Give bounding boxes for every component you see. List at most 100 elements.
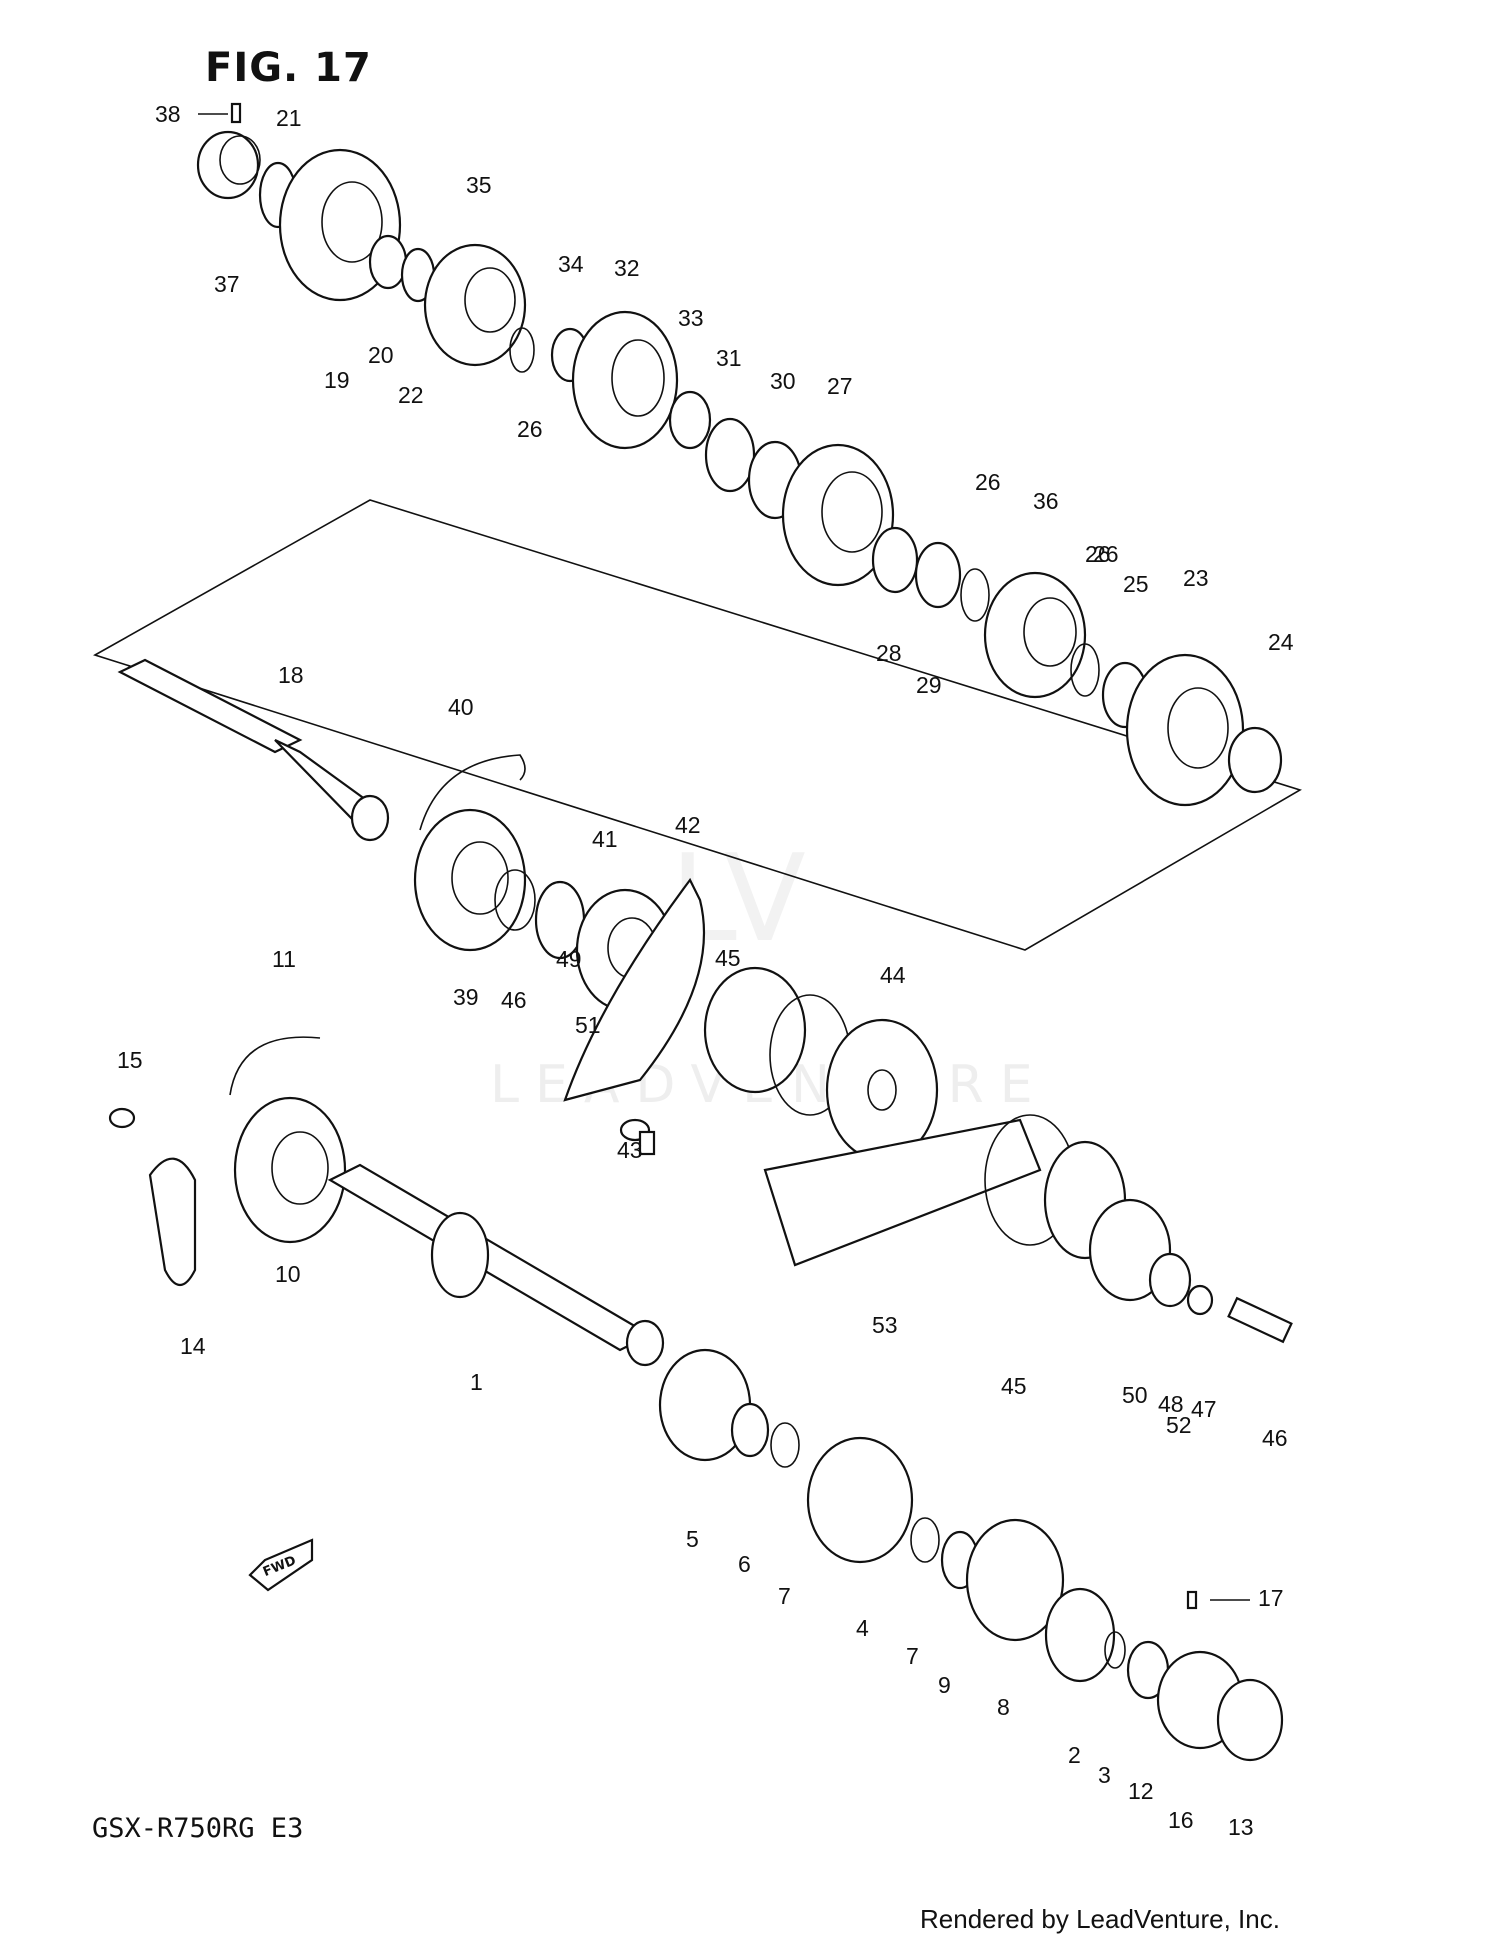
bushing-33 bbox=[668, 390, 712, 450]
callout-47: 47 bbox=[1191, 1396, 1217, 1422]
callout-22: 22 bbox=[398, 382, 424, 408]
bearing-10 bbox=[233, 1096, 347, 1244]
gear-36 bbox=[983, 571, 1087, 699]
countershaft-18 bbox=[117, 658, 390, 842]
callout-17: 17 bbox=[1258, 1585, 1284, 1611]
gear-23 bbox=[1125, 653, 1245, 807]
washer-51 bbox=[1186, 1284, 1214, 1316]
callout-24: 24 bbox=[1268, 629, 1294, 655]
gear-32 bbox=[571, 310, 679, 450]
drive-chain-53 bbox=[763, 1118, 1042, 1267]
callout-48: 48 bbox=[1158, 1391, 1184, 1417]
callout-26a: 26 bbox=[517, 416, 543, 442]
callout-46b: 46 bbox=[1262, 1425, 1288, 1451]
gear-8 bbox=[965, 1518, 1065, 1642]
callout-5: 5 bbox=[686, 1526, 699, 1552]
callout-16: 16 bbox=[1168, 1807, 1194, 1833]
needle-bearing-37 bbox=[196, 130, 261, 200]
callout-18: 18 bbox=[278, 662, 304, 688]
gear-4 bbox=[806, 1436, 914, 1564]
callout-7b: 7 bbox=[906, 1643, 919, 1669]
render-credit: Rendered by LeadVenture, Inc. bbox=[920, 1904, 1280, 1934]
bushing-6 bbox=[730, 1402, 770, 1458]
mainshaft-1 bbox=[327, 1163, 665, 1367]
bushing-24 bbox=[1227, 726, 1283, 794]
circlip-26-b bbox=[960, 568, 990, 622]
callout-26c: 26 bbox=[1085, 541, 1111, 567]
washer-29 bbox=[914, 541, 962, 609]
callout-31: 31 bbox=[716, 345, 742, 371]
callout-45a: 45 bbox=[715, 945, 741, 971]
callout-30: 30 bbox=[770, 368, 796, 394]
callout-52: 52 bbox=[1166, 1412, 1192, 1438]
callout-12: 12 bbox=[1128, 1778, 1154, 1804]
callout-3: 3 bbox=[1098, 1762, 1111, 1788]
direction-badge: FWD bbox=[248, 1538, 314, 1592]
callout-13: 13 bbox=[1228, 1814, 1254, 1840]
callout-6: 6 bbox=[738, 1551, 751, 1577]
callout-42: 42 bbox=[675, 812, 701, 838]
callout-36: 36 bbox=[1033, 488, 1059, 514]
callout-34: 34 bbox=[558, 251, 584, 277]
callout-46a: 46 bbox=[501, 987, 527, 1013]
callout-28: 28 bbox=[876, 640, 902, 666]
callout-40: 40 bbox=[448, 694, 474, 720]
circlip-7-b bbox=[910, 1517, 940, 1563]
callout-9: 9 bbox=[938, 1672, 951, 1698]
callout-27: 27 bbox=[827, 373, 853, 399]
callout-53: 53 bbox=[872, 1312, 898, 1338]
circlip-26-a bbox=[509, 327, 535, 373]
circlip-40 bbox=[419, 754, 526, 831]
callout-29: 29 bbox=[916, 672, 942, 698]
callout-2: 2 bbox=[1068, 1742, 1081, 1768]
callout-50: 50 bbox=[1122, 1382, 1148, 1408]
callout-8: 8 bbox=[997, 1694, 1010, 1720]
callout-14: 14 bbox=[180, 1333, 206, 1359]
callout-44: 44 bbox=[880, 962, 906, 988]
gear-2 bbox=[1044, 1587, 1116, 1683]
plate-42 bbox=[563, 877, 706, 1102]
callout-25: 25 bbox=[1123, 571, 1149, 597]
model-code: GSX-R750RG E3 bbox=[92, 1813, 304, 1844]
callout-26d: 26 bbox=[1093, 541, 1119, 567]
washer-31 bbox=[704, 417, 756, 493]
callout-20: 20 bbox=[368, 342, 394, 368]
callout-35: 35 bbox=[466, 172, 492, 198]
callout-37: 37 bbox=[214, 271, 240, 297]
callout-7: 7 bbox=[778, 1583, 791, 1609]
washer-52 bbox=[1148, 1252, 1192, 1308]
callout-1: 1 bbox=[470, 1369, 483, 1395]
gear-27 bbox=[781, 443, 895, 587]
callout-10: 10 bbox=[275, 1261, 301, 1287]
callout-51: 51 bbox=[575, 1012, 601, 1038]
callout-38: 38 bbox=[155, 101, 181, 127]
callout-39: 39 bbox=[453, 984, 479, 1010]
callout-49: 49 bbox=[556, 946, 582, 972]
callout-32: 32 bbox=[614, 255, 640, 281]
assembly-boundary bbox=[93, 499, 1302, 951]
callout-21: 21 bbox=[276, 105, 302, 131]
cap-13 bbox=[1216, 1678, 1284, 1762]
callout-26b: 26 bbox=[975, 469, 1001, 495]
washer-45-a bbox=[703, 966, 807, 1094]
figure-title: FIG. 17 bbox=[205, 45, 372, 91]
callout-33: 33 bbox=[678, 305, 704, 331]
callout-43: 43 bbox=[617, 1137, 643, 1163]
circlip-11 bbox=[229, 1036, 321, 1096]
callout-23: 23 bbox=[1183, 565, 1209, 591]
gear-35 bbox=[423, 243, 527, 367]
bushing-20 bbox=[368, 234, 408, 290]
callout-11: 11 bbox=[272, 946, 296, 972]
leader-lines bbox=[198, 113, 1250, 1601]
circlip-3 bbox=[1104, 1631, 1126, 1669]
circlip-26-c bbox=[1070, 643, 1100, 697]
callout-15: 15 bbox=[117, 1047, 143, 1073]
o-ring-49 bbox=[494, 869, 536, 931]
callout-labels: 1234567789101112131415161718192021222324… bbox=[117, 101, 1294, 1840]
pin-17 bbox=[1186, 1590, 1198, 1610]
callout-45b: 45 bbox=[1001, 1373, 1027, 1399]
bolt-50 bbox=[1227, 1296, 1293, 1344]
callout-41: 41 bbox=[592, 826, 618, 852]
